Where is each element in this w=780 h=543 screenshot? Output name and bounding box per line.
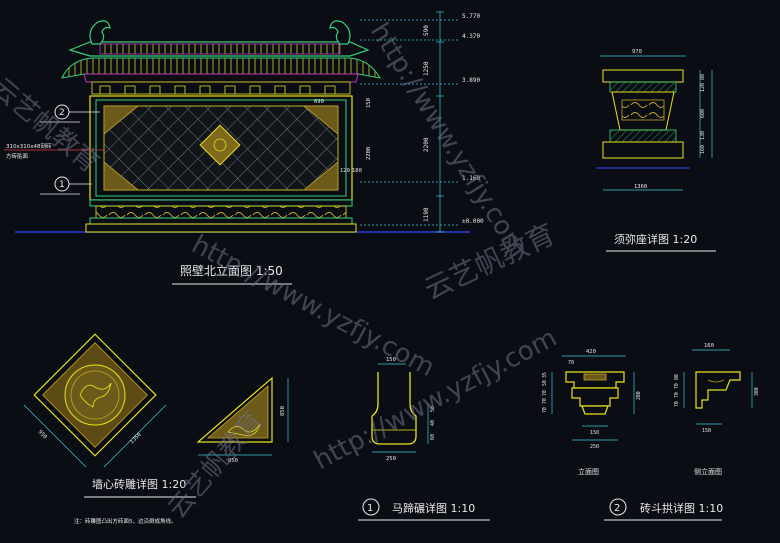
bracket-detail-title: 砖斗拱详图 1:10	[640, 501, 723, 515]
bs-left-2: 70	[674, 383, 680, 389]
bf-left-5: 70	[542, 407, 548, 413]
carving-detail-title: 墙心砖雕详图 1:20	[92, 477, 186, 491]
bs-bottom: 150	[702, 428, 711, 434]
watermark-brand-3: 云艺帆教育	[162, 406, 269, 525]
bf-bottom-1: 150	[590, 430, 599, 436]
bs-right: 380	[754, 387, 760, 396]
carving-note: 注：砖雕图凸出方砖面5，边沿倒成角线。	[74, 517, 177, 525]
elevation-marks: 5.770 4.370 3.890 1.160 ±0.000	[462, 13, 484, 225]
svg-text:2: 2	[59, 108, 65, 118]
front-view-label: 立面图	[578, 467, 599, 476]
bf-left-3: 70	[542, 390, 548, 396]
dim-wall-top: 690	[314, 99, 324, 105]
sumeru-base	[85, 199, 357, 233]
sumeru-h-2: 120	[700, 83, 706, 92]
elevation-5: ±0.000	[462, 218, 484, 225]
corner-carving-bl	[103, 161, 140, 191]
hoof-mid-1: 50	[430, 406, 436, 412]
corner-carving-br	[302, 161, 339, 191]
hoof-detail: 150 50 40 60 250 1 马蹄碾详图 1:10	[358, 357, 490, 521]
sumeru-foot	[602, 141, 684, 159]
elevation-2: 4.370	[462, 33, 480, 40]
bracket-detail: 420 70 35 50 70 70 70 280 150 250 立面图 16…	[542, 343, 760, 521]
callout-2: 2	[40, 104, 100, 123]
hoof-top-dim: 150	[386, 357, 396, 363]
bracket-front-mid	[571, 387, 619, 407]
main-elevation-title: 照壁北立面图 1:50	[180, 263, 283, 278]
side-view-label: 侧立面图	[694, 467, 722, 476]
watermark-url-2: http://www.yzfjy.com	[364, 18, 533, 263]
triangle-base-dim: 950	[228, 458, 238, 464]
bracket-front-sub-dim: 70	[568, 360, 574, 366]
bf-bottom-2: 250	[590, 444, 599, 450]
sumeru-detail-title: 须弥座详图 1:20	[614, 232, 697, 246]
sumeru-top-dim: 970	[632, 49, 642, 55]
bracket-front-top-dim: 420	[586, 349, 596, 355]
hoof-mid-3: 60	[430, 434, 436, 440]
bracket-callout-number: 2	[614, 503, 620, 514]
watermark-brand-1: 云艺帆教育	[0, 72, 104, 179]
hoof-mid-2: 40	[430, 420, 436, 426]
hoof-detail-title: 马蹄碾详图 1:10	[392, 501, 475, 515]
dim-wall-side-a: 120	[340, 168, 350, 174]
carving-medallion	[64, 364, 126, 426]
dim-right-3: 2200	[423, 137, 430, 152]
carving-dim-b: 1350	[129, 432, 143, 446]
eave-brackets	[91, 81, 351, 95]
hoof-callout-circle	[362, 498, 380, 516]
corner-carving-tr	[302, 105, 339, 135]
callout-1: 1	[40, 176, 92, 195]
watermark-url-1: http://www.yzfjy.com	[187, 230, 440, 383]
bracket-front-base	[581, 405, 609, 415]
material-callout-2: 方砖贴面	[6, 152, 29, 160]
roof-slope	[61, 57, 381, 79]
dim-wall-top-b: 150	[366, 98, 372, 108]
bracket-side-top-dim: 160	[704, 343, 714, 349]
hoof-profile	[371, 372, 417, 445]
elevation-1: 5.770	[462, 13, 480, 20]
sumeru-h-5: 160	[700, 145, 706, 154]
ridge-beast-right-icon	[329, 20, 351, 45]
bf-right: 280	[636, 391, 642, 400]
bf-left-2: 50	[542, 380, 548, 386]
watermark-url-3: http://www.yzfjy.com	[309, 323, 562, 476]
dim-right-2: 1250	[423, 61, 430, 76]
bs-left-3: 70	[674, 392, 680, 398]
sumeru-h-4: 130	[700, 131, 706, 140]
dim-right-4: 1190	[423, 207, 430, 222]
carving-dim-a: 950	[37, 429, 48, 440]
ridge-tiles	[99, 43, 341, 55]
bf-left-4: 70	[542, 398, 548, 404]
hoof-bottom-dim: 250	[386, 456, 396, 462]
corner-carving-tl	[103, 105, 140, 135]
dim-wall-side-b: 180	[352, 168, 362, 174]
bs-left-4: 70	[674, 401, 680, 407]
sumeru-h-3: 600	[700, 109, 706, 118]
sumeru-h-1: 80	[700, 74, 706, 80]
wall-inner-frame	[95, 99, 347, 197]
bs-left-1: 80	[674, 374, 680, 380]
bracket-side-profile	[695, 371, 741, 409]
dim-wall-height: 2200	[366, 147, 372, 160]
elevation-4: 1.160	[462, 175, 480, 182]
dimension-lines-right	[360, 11, 460, 233]
svg-text:1: 1	[59, 180, 65, 190]
bracket-callout-circle	[609, 498, 627, 516]
bf-left-1: 35	[542, 372, 548, 378]
ridge-beast-left-icon	[89, 20, 111, 45]
sumeru-detail: 970 1360 80 120 600 130 160 须弥座详图 1:20	[596, 49, 716, 252]
elevation-3: 3.890	[462, 77, 480, 84]
main-elevation: 590 1250 2200 1190 5.770 4.370 3.890 1.1…	[4, 11, 484, 285]
material-callout-1: 310x310x48刻砖	[6, 142, 52, 150]
dim-right-1: 590	[423, 25, 430, 36]
carving-detail: 950 1350 950 850 墙心砖雕详图 1:20 注：砖雕图凸出方砖面5…	[23, 333, 289, 525]
sumeru-cap	[602, 69, 684, 83]
sumeru-base-dim: 1360	[634, 184, 647, 190]
triangle-height-dim: 850	[280, 406, 286, 416]
center-diamond-carving	[199, 124, 241, 166]
roof-eave	[83, 73, 359, 83]
hoof-callout-number: 1	[367, 503, 373, 514]
